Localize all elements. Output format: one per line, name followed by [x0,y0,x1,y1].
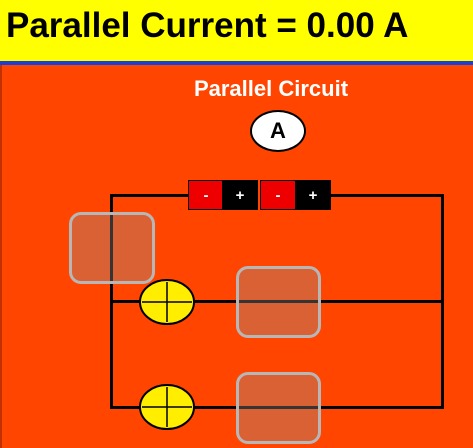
component-slot-branch-2[interactable] [236,372,321,444]
battery-cell-2-positive: + [295,180,331,210]
header-divider [0,61,473,65]
ammeter-icon[interactable]: A [250,110,306,152]
header-bar: Parallel Current = 0.00 A [0,0,473,61]
component-slot-branch-1[interactable] [236,266,321,338]
circuit-title: Parallel Circuit [193,76,349,101]
wire-top-left [110,194,190,197]
wire-branch-2 [110,406,444,409]
bulb-icon[interactable] [138,278,196,326]
wire-top-right [330,194,444,197]
battery-cell-1-positive: + [222,180,258,210]
wire-branch-1 [110,300,444,303]
battery-cell-1-negative: - [188,180,224,210]
parallel-current-readout: Parallel Current = 0.00 A [6,6,409,45]
stage-edge [0,65,2,448]
component-slot-source[interactable] [69,212,155,284]
battery-cell-2-negative: - [260,180,296,210]
bulb-icon[interactable] [138,383,196,431]
